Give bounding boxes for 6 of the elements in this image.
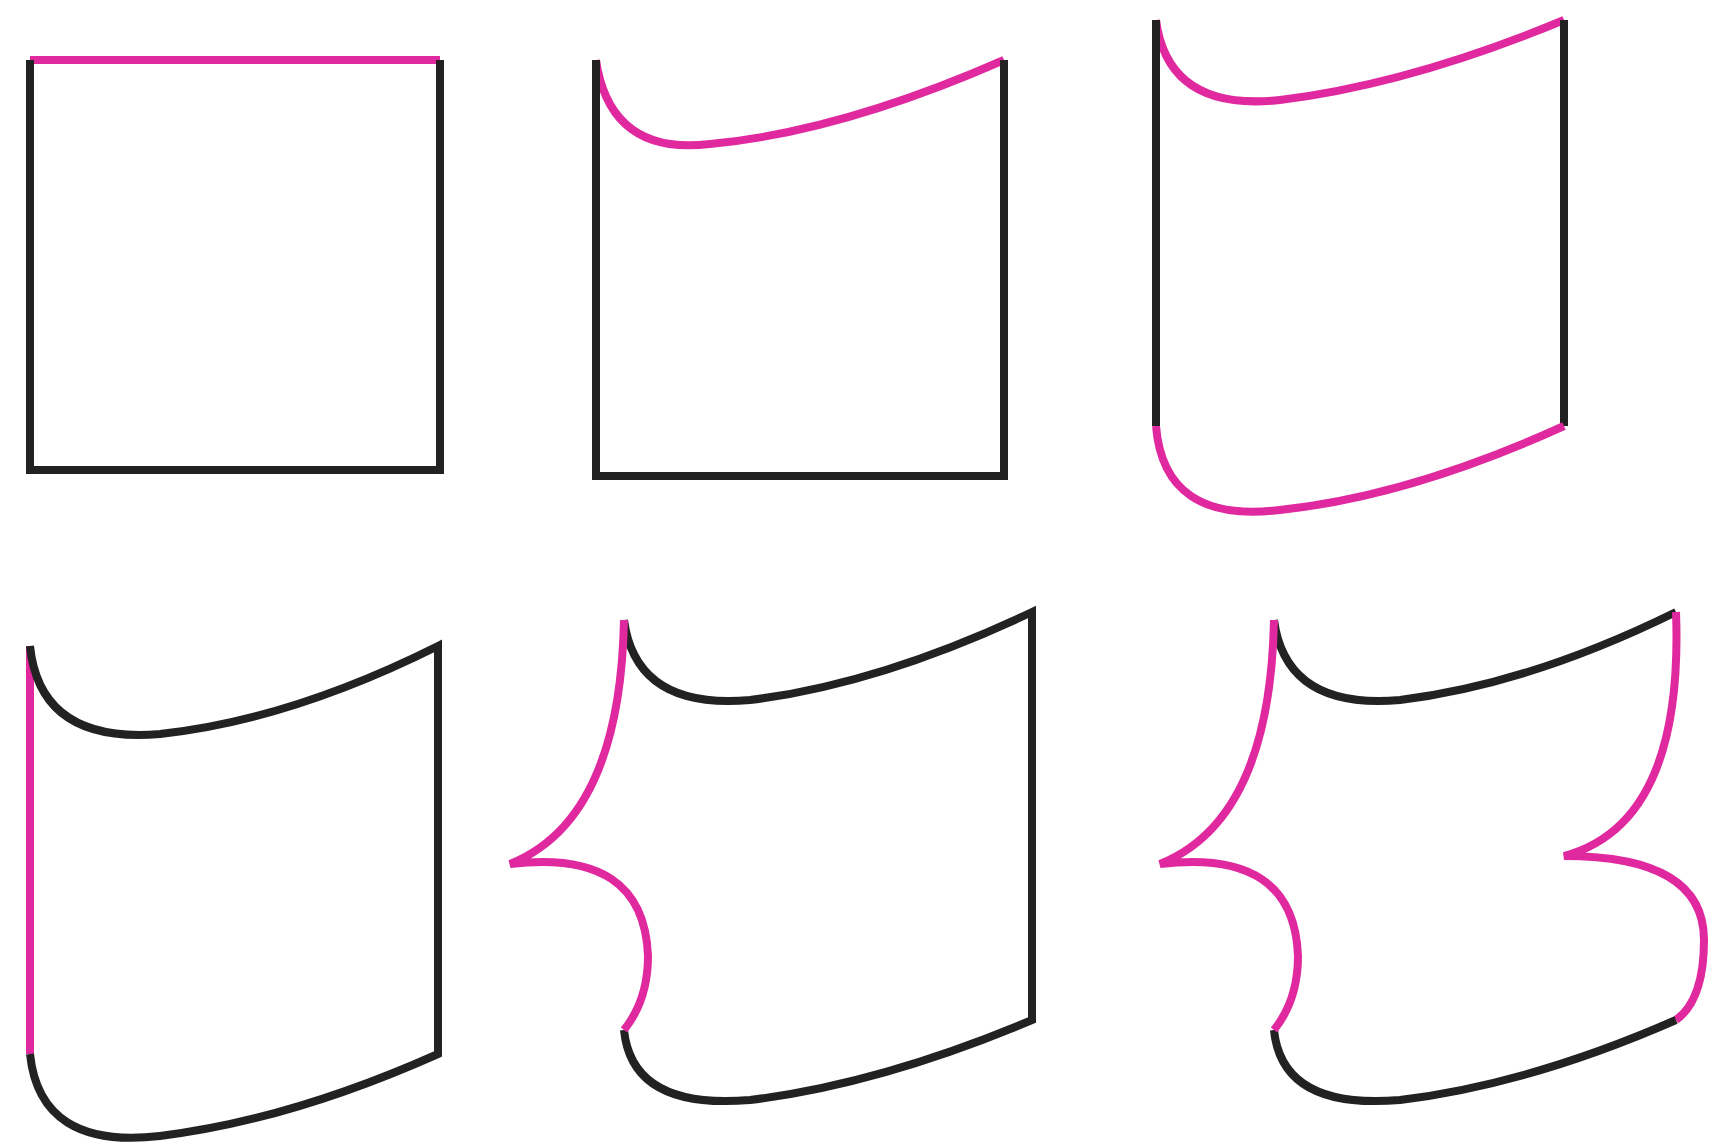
tile-outline-drawing bbox=[592, 56, 1008, 480]
tile-outline-drawing bbox=[26, 642, 442, 1142]
tile-outline-drawing bbox=[1152, 16, 1568, 516]
tile-outline-drawing bbox=[1156, 608, 1708, 1105]
tile-outline-drawing bbox=[26, 56, 444, 474]
tile-outline-drawing bbox=[506, 608, 1036, 1105]
